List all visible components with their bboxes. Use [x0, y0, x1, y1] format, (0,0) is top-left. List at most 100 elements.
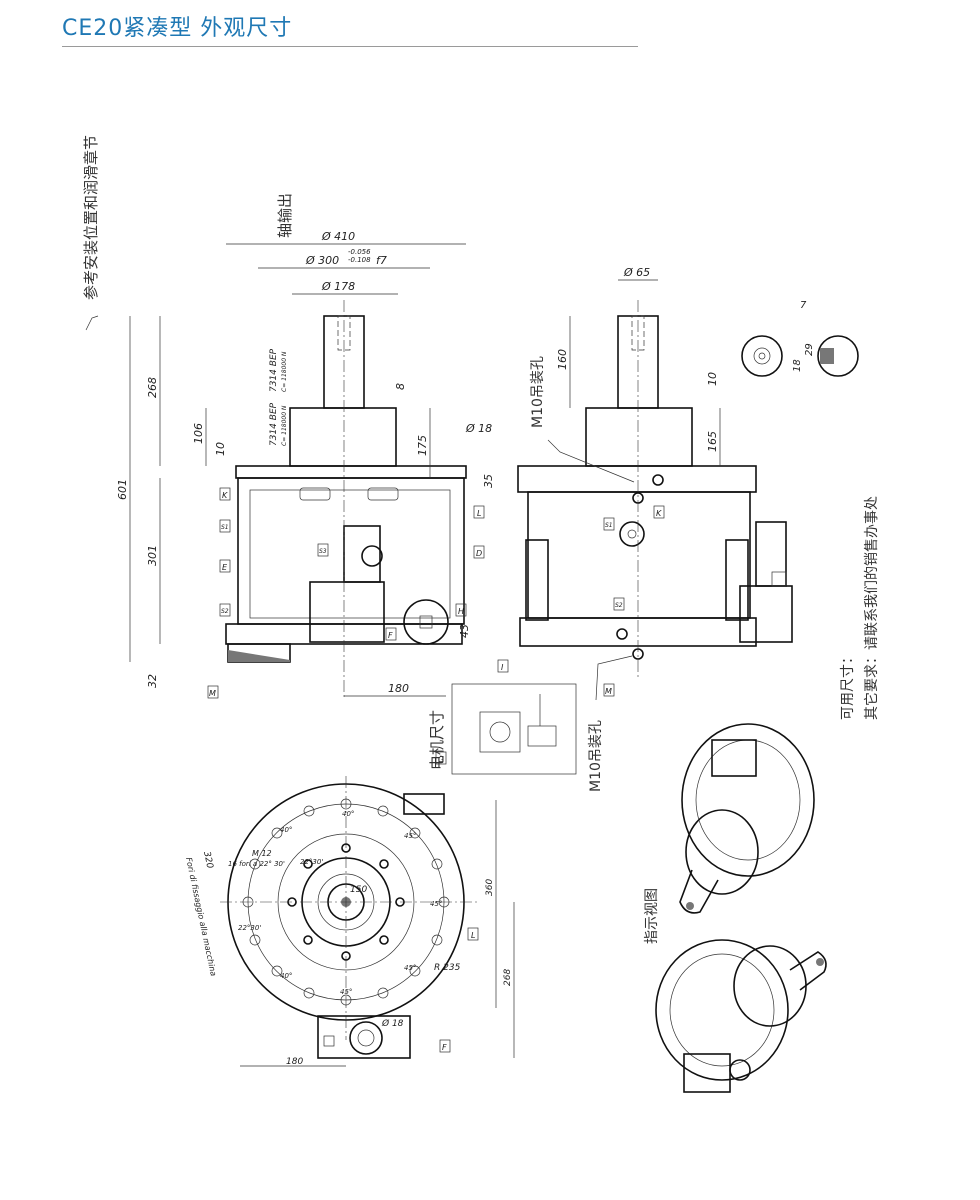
motor-detail-inset	[451, 683, 577, 775]
iso2-shaft	[789, 951, 827, 991]
bearing-2-load: C= 118000 N	[281, 405, 288, 446]
isometric-view-2	[655, 939, 827, 1093]
page-title: CE20紧凑型 外观尺寸	[62, 16, 293, 41]
dim-10b: 10	[706, 372, 719, 386]
dim-268b: 268	[503, 969, 513, 986]
dim-18: Ø 18	[465, 422, 492, 435]
lift-hole-label-1: M10吊装孔	[530, 356, 546, 428]
side-motor-box	[771, 571, 787, 587]
dim-175: 175	[416, 435, 429, 456]
side-marker-k-box	[653, 505, 665, 519]
marker-s3-box	[317, 543, 329, 557]
dim-106: 106	[192, 423, 205, 444]
dim-65: Ø 65	[623, 266, 650, 279]
marker-f-box	[385, 627, 397, 641]
marker-s1-box	[219, 519, 231, 533]
key-section	[817, 335, 859, 377]
bolt-thread: M 12	[252, 849, 272, 858]
marker-s3: S3	[319, 548, 327, 555]
iso1-shaft-tip	[686, 902, 694, 910]
front-view: 7314 BEP C= 118000 N 7314 BEP C= 118000 …	[116, 230, 495, 765]
marker-l-box	[473, 505, 485, 519]
dim-8: 8	[394, 383, 407, 390]
side-port-core	[627, 529, 637, 539]
side-marker-s2-box	[613, 597, 625, 611]
dim-180: 180	[388, 682, 409, 695]
angle-40c: 40°	[280, 972, 292, 980]
marker-s1: S1	[221, 524, 229, 531]
iso2-housing	[655, 939, 789, 1081]
plan-marker-l-box	[467, 927, 479, 941]
marker-l: L	[477, 509, 481, 518]
iso2-motor	[683, 1053, 731, 1093]
other-requirements-label: 其它要求：请联系我们的销售办事处	[863, 496, 880, 720]
marker-d: D	[476, 549, 482, 558]
note-leader	[85, 315, 99, 331]
title-divider	[62, 46, 638, 47]
angle-40a: 40°	[342, 810, 354, 818]
marker-g: G	[438, 755, 444, 764]
angle-45c: 45°	[404, 964, 416, 972]
iso2-shaft-tip	[816, 958, 824, 966]
key-shaft-end	[741, 335, 783, 377]
inset-motor-bore	[489, 721, 511, 743]
body-inner	[249, 489, 451, 619]
dim-300-tol-lower: -0.108	[348, 256, 371, 264]
key-dim-7: 7	[800, 300, 807, 311]
plan-marker-f: F	[442, 1043, 447, 1052]
plan-shaft-ring	[317, 873, 375, 931]
dim-180b: 180	[286, 1057, 303, 1067]
marker-d-box	[473, 545, 485, 559]
marker-s2-box	[219, 603, 231, 617]
marker-f: F	[388, 631, 393, 640]
dim-35: 35	[482, 474, 495, 488]
plan-motor-mount	[317, 1015, 411, 1059]
dim-320: 320	[201, 851, 214, 870]
plan-marker-f-box	[439, 1039, 451, 1053]
bearing-2-label: 7314 BEP	[269, 402, 279, 446]
side-marker-m: M	[605, 687, 612, 696]
dim-160: 160	[556, 349, 569, 370]
key-dim-29: 29	[804, 343, 815, 356]
dim-300-tol-upper: -0.056	[348, 248, 371, 256]
dim-r235: R 235	[434, 963, 461, 973]
marker-e-box	[219, 559, 231, 573]
dim-410: Ø 410	[321, 230, 355, 243]
dim-301: 301	[146, 545, 159, 566]
side-marker-k: K	[656, 509, 662, 518]
side-right-tower	[725, 539, 749, 621]
iso2-motor-hub	[729, 1059, 751, 1081]
foot-hatch	[228, 650, 290, 662]
key-section-slot	[820, 348, 834, 364]
dim-165: 165	[706, 431, 719, 452]
dim-300: Ø 300	[305, 254, 339, 267]
bolt-count: 16 fori a 22° 30'	[228, 860, 285, 868]
side-marker-i: I	[501, 663, 504, 672]
marker-m-box	[207, 685, 219, 699]
bearing-1-load: C= 118000 N	[281, 351, 288, 392]
key-section-detail: 7 18 29	[741, 300, 859, 377]
side-marker-i-box	[497, 659, 509, 673]
iso1-shaft	[679, 869, 719, 914]
iso2-housing-inner	[669, 953, 775, 1067]
lift-hole-label-2: M10吊装孔	[588, 720, 604, 792]
angle-45d: 45°	[340, 988, 352, 996]
plan-terminal-box	[323, 1035, 335, 1047]
dim-18b: Ø 18	[381, 1018, 404, 1029]
upper-housing	[289, 407, 397, 467]
side-flange	[517, 465, 757, 493]
iso1-flange	[685, 809, 759, 895]
iso2-flange	[733, 945, 807, 1027]
marker-k-box	[219, 487, 231, 501]
key-shaft-hole	[753, 347, 771, 365]
body-slot-1	[299, 487, 331, 501]
isometric-view-1	[679, 723, 815, 914]
holes-text: Fori di fissaggio alla macchina	[184, 857, 218, 977]
mounting-flange	[235, 465, 467, 479]
iso1-housing	[681, 723, 815, 877]
side-marker-s2: S2	[615, 602, 623, 609]
dim-601: 601	[116, 479, 129, 500]
marker-g-box	[435, 751, 447, 765]
marker-e: E	[222, 563, 228, 572]
marker-h: H	[458, 607, 464, 616]
